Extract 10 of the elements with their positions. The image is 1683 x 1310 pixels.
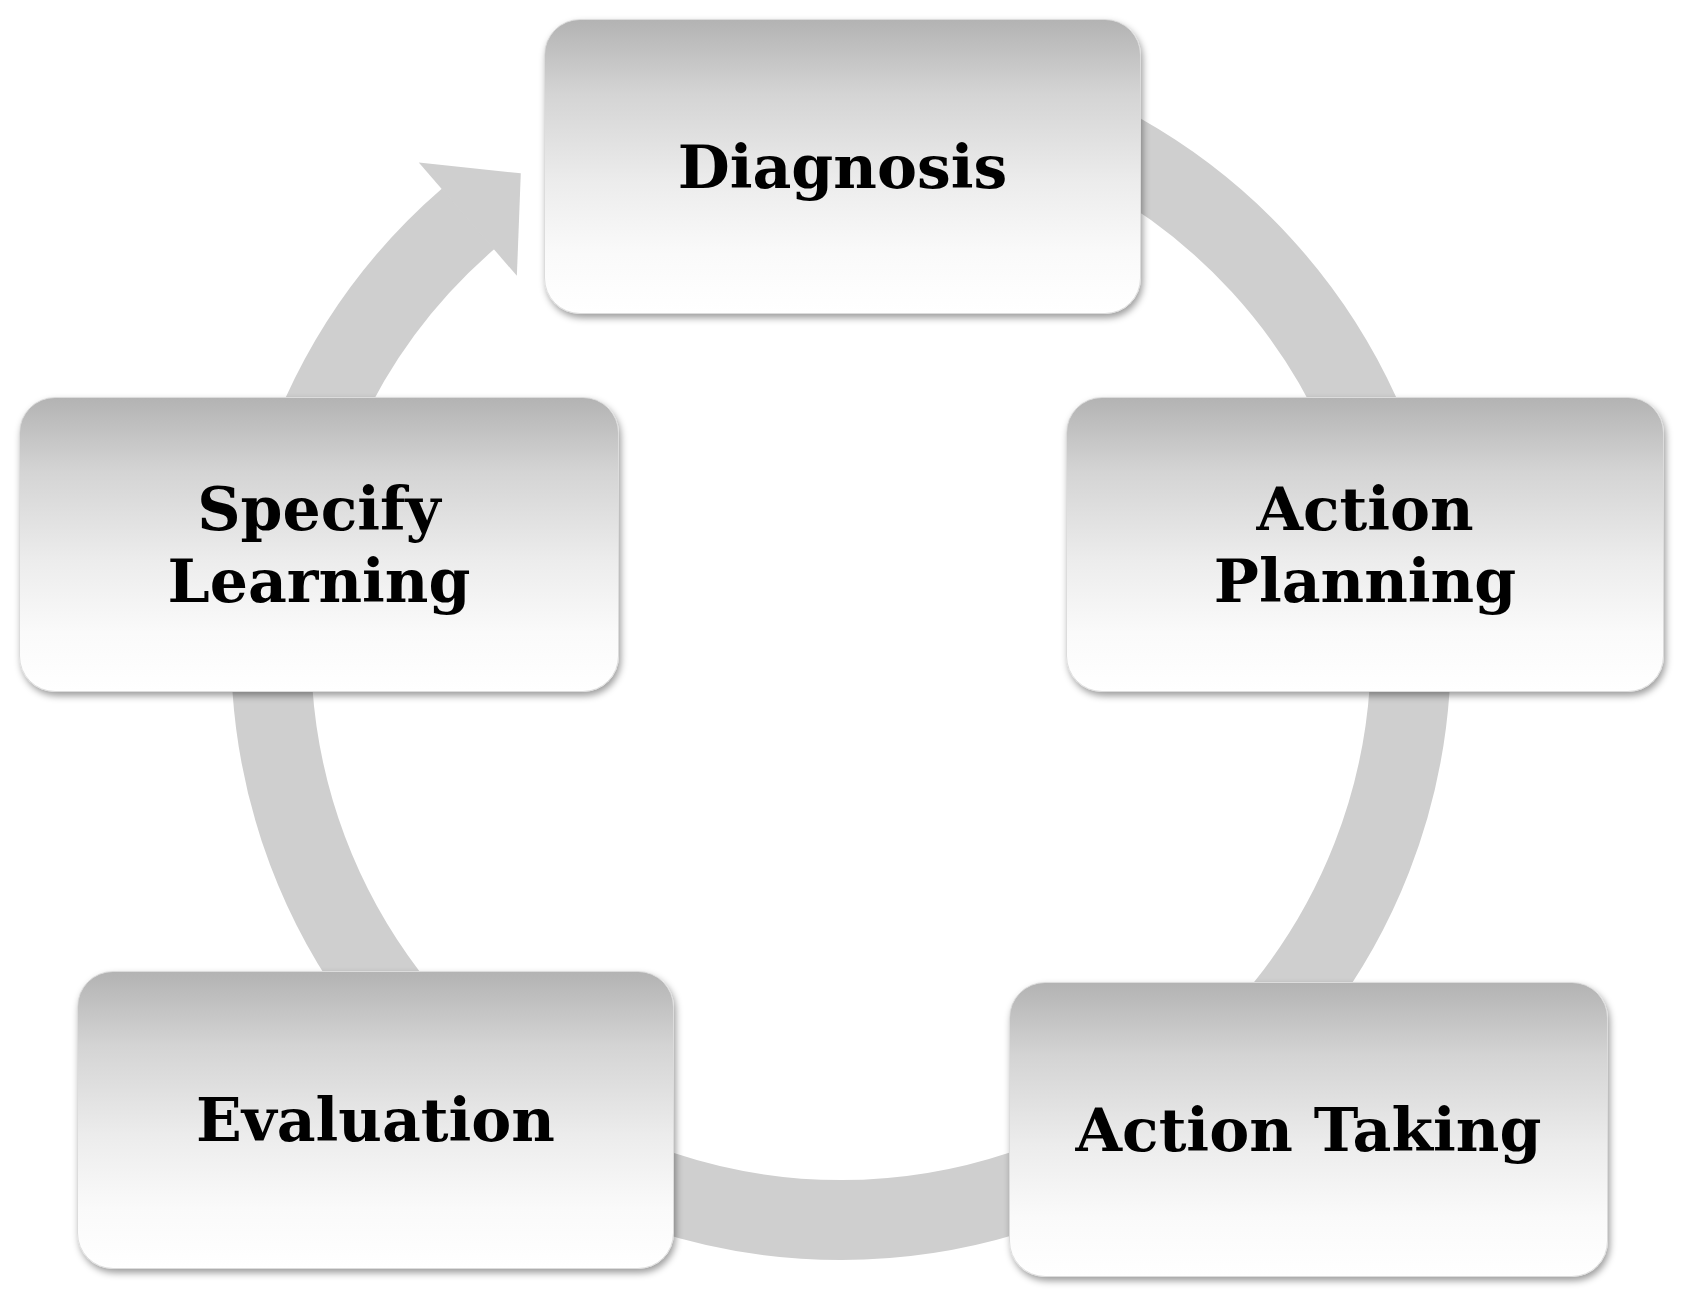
process-box: [544, 19, 1141, 314]
step-label: Specify Learning: [166, 472, 472, 617]
process-box: [77, 971, 674, 1269]
process-box: [19, 397, 619, 692]
step-label: Evaluation: [196, 1084, 555, 1156]
step-label: Action Planning: [1212, 472, 1518, 617]
step-label: Diagnosis: [677, 130, 1008, 203]
process-box: [1066, 397, 1664, 692]
process-box: [1009, 982, 1608, 1277]
step-label: Action Taking: [1075, 1093, 1542, 1166]
